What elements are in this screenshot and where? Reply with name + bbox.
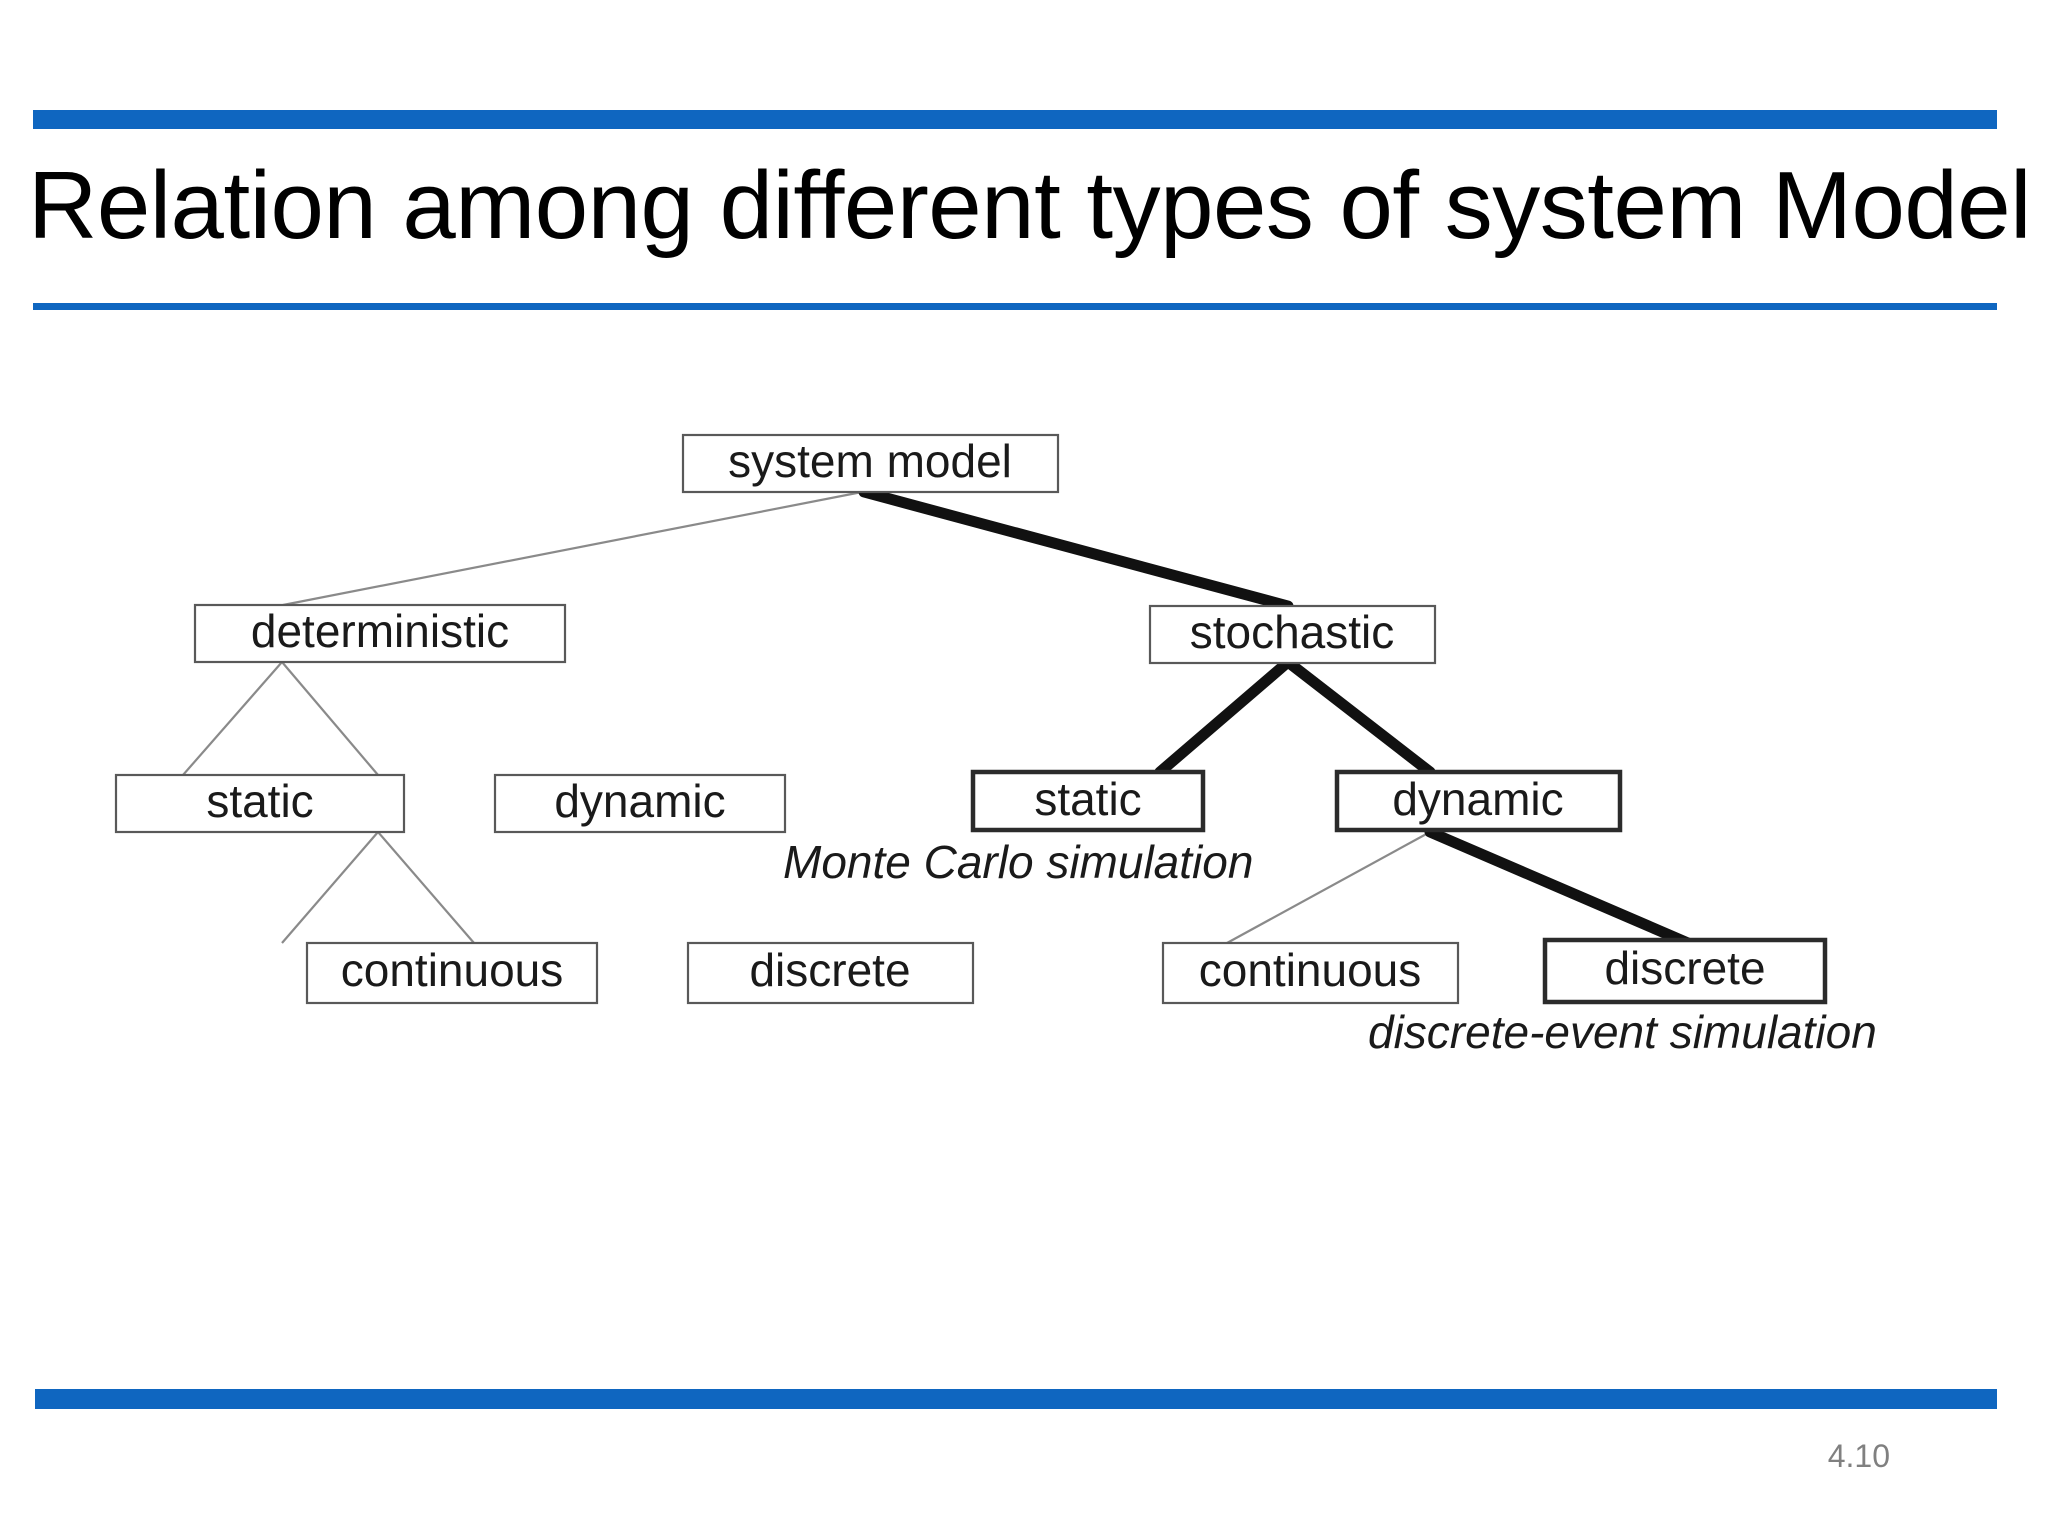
node-stochastic-static-box [970, 769, 1206, 833]
edge-sto-dynamic-to-continuous [1226, 831, 1431, 944]
edge-stochastic-to-dynamic [1282, 656, 1436, 778]
tree-edges [182, 486, 1694, 949]
annotation-monte-carlo-simulation: Monte Carlo simulation [783, 836, 1253, 888]
node-deterministic-discrete-label: discrete [749, 944, 910, 996]
node-deterministic-static-box [114, 773, 406, 834]
page-title: Relation among different types of system… [28, 152, 2031, 259]
node-deterministic-label: deterministic [251, 605, 509, 657]
edge-deterministic-to-static [182, 661, 283, 776]
node-stochastic[interactable]: stochastic [1148, 604, 1437, 665]
node-deterministic-dynamic-box [493, 773, 787, 834]
node-stochastic-discrete-box [1542, 937, 1828, 1005]
page-number: 4.10 [1827, 1438, 1890, 1474]
node-system-model[interactable]: system model [681, 433, 1060, 494]
node-deterministic-static-label: static [206, 775, 313, 827]
node-stochastic-static[interactable]: static [970, 769, 1206, 833]
node-deterministic-continuous-box [305, 941, 599, 1005]
node-stochastic-continuous[interactable]: continuous [1161, 941, 1460, 1005]
edge-root-to-deterministic [282, 490, 863, 607]
node-stochastic-continuous-label: continuous [1199, 944, 1422, 996]
node-deterministic-static[interactable]: static [114, 773, 406, 834]
node-stochastic-box [1148, 604, 1437, 665]
node-stochastic-dynamic-label: dynamic [1392, 773, 1563, 825]
node-deterministic-continuous[interactable]: continuous [305, 941, 599, 1005]
node-stochastic-discrete-label: discrete [1604, 942, 1765, 994]
node-stochastic-dynamic[interactable]: dynamic [1334, 769, 1623, 833]
edge-root-to-stochastic [858, 486, 1294, 612]
node-deterministic-box [193, 603, 567, 664]
node-stochastic-continuous-box [1161, 941, 1460, 1005]
node-stochastic-label: stochastic [1190, 606, 1395, 658]
node-deterministic-dynamic[interactable]: dynamic [493, 773, 787, 834]
node-deterministic[interactable]: deterministic [193, 603, 567, 664]
edge-deterministic-to-dynamic [281, 661, 379, 776]
edge-det-dynamic-to-continuous [281, 831, 379, 944]
node-stochastic-discrete[interactable]: discrete [1542, 937, 1828, 1005]
system-model-tree-diagram: system model deterministic stochastic st… [0, 400, 2048, 1100]
node-system-model-label: system model [728, 435, 1012, 487]
edge-stochastic-to-static [1154, 656, 1294, 778]
header-accent-bar [33, 110, 1997, 129]
annotation-discrete-event-simulation: discrete-event simulation [1368, 1006, 1877, 1058]
node-deterministic-dynamic-label: dynamic [554, 775, 725, 827]
edge-sto-dynamic-to-discrete [1424, 826, 1694, 949]
footer-accent-bar [35, 1389, 1997, 1409]
edge-det-dynamic-to-discrete [377, 831, 475, 944]
node-deterministic-discrete-box [686, 941, 975, 1005]
node-stochastic-static-label: static [1034, 773, 1141, 825]
node-deterministic-continuous-label: continuous [341, 944, 564, 996]
node-stochastic-dynamic-box [1334, 769, 1623, 833]
title-underline-bar [33, 303, 1997, 310]
node-system-model-box [681, 433, 1060, 494]
node-deterministic-discrete[interactable]: discrete [686, 941, 975, 1005]
